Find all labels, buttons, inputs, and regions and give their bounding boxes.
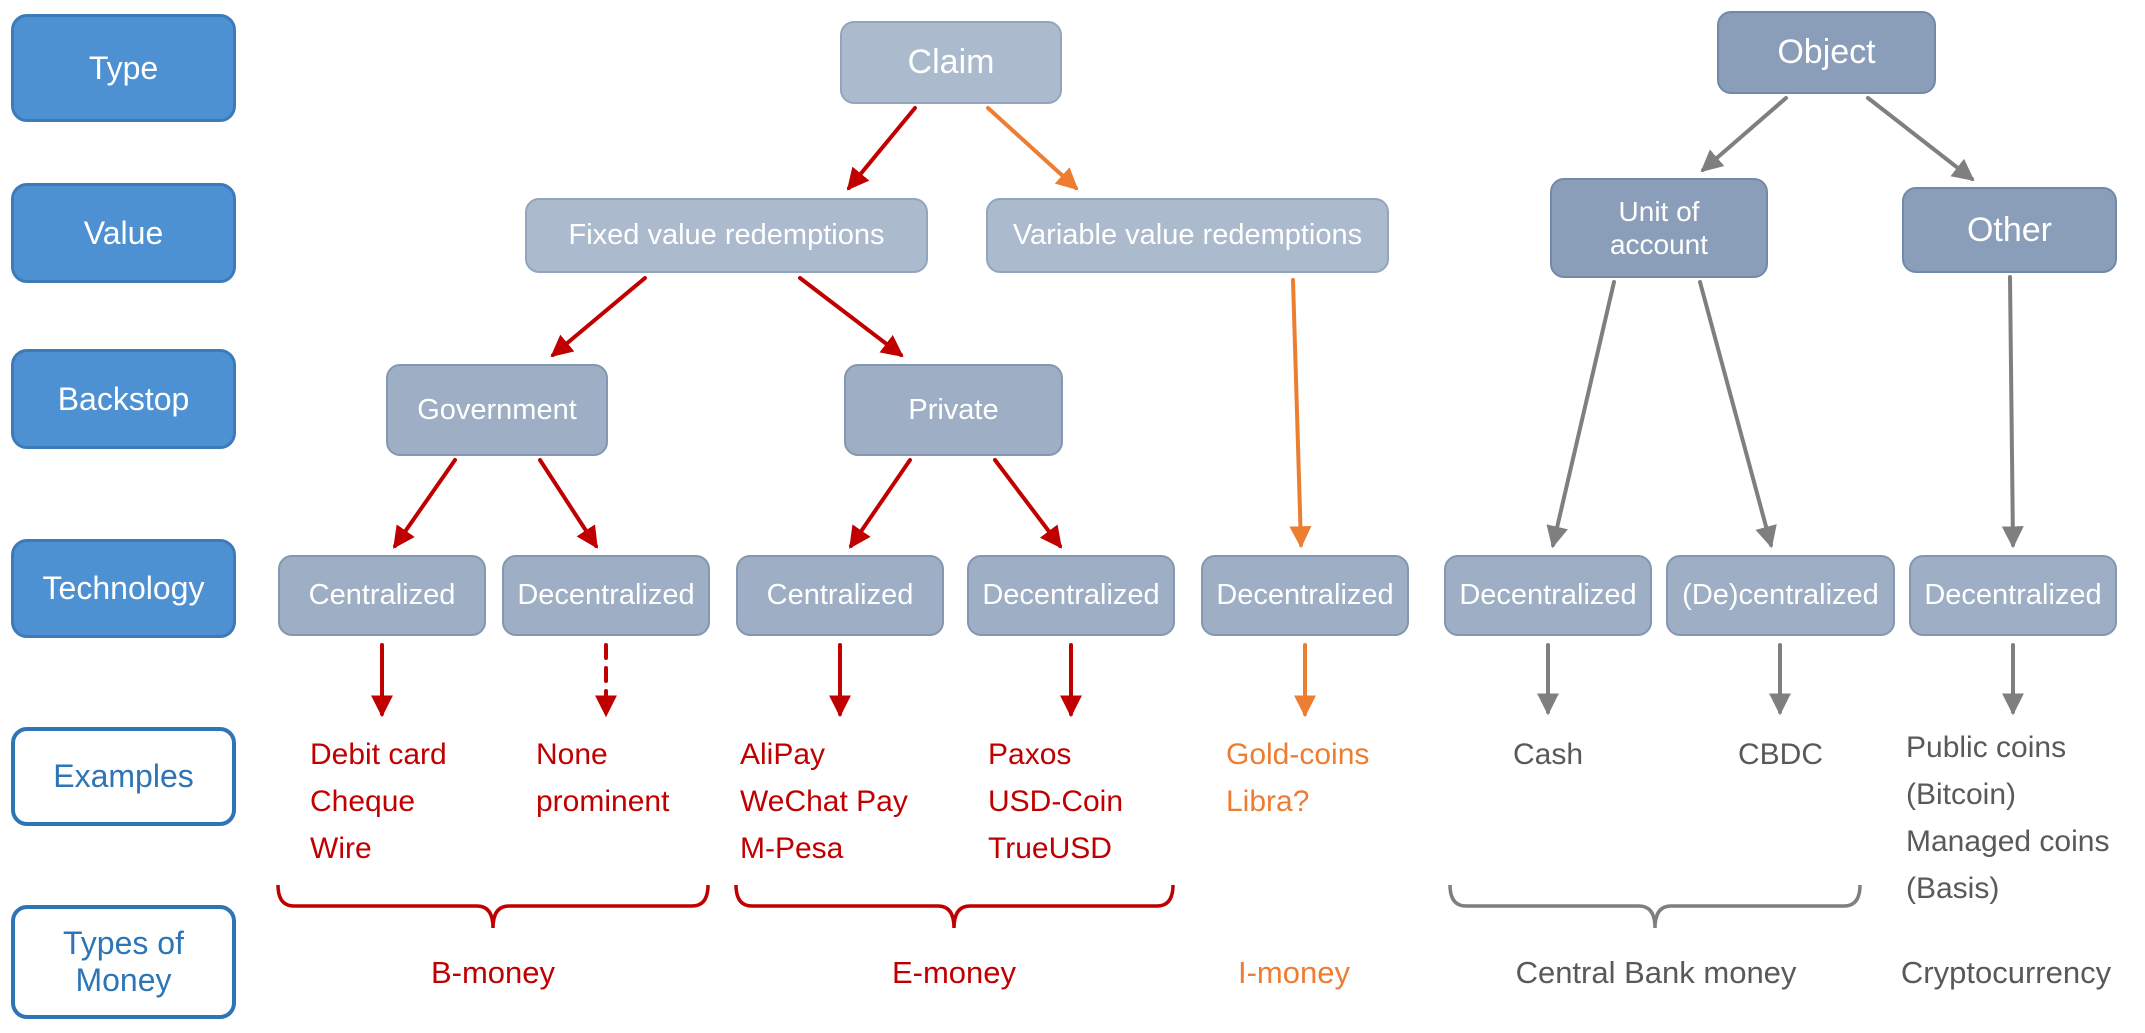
example-line: Managed coins [1906,825,2110,858]
arrow-fixed-to-government [550,276,647,358]
examples-cash: Cash [1512,738,1584,771]
node-unit-of-account: Unit of account [1550,178,1768,278]
arrow-government-to-decentralized [538,458,598,549]
node-claim: Claim [840,21,1062,104]
money-type-i-money: I-money [1238,955,1350,990]
examples-e-centralized: AliPay WeChat Pay M-Pesa [740,731,908,872]
arrow-other-to-decentralized [2001,275,2024,549]
brace-b-money [276,884,710,929]
node-gov-decentralized: Decentralized [502,555,710,636]
example-line: prominent [536,785,670,818]
node-private: Private [844,364,1063,456]
example-line: Wire [310,832,372,865]
example-line: TrueUSD [988,832,1112,865]
money-type-e-money: E-money [891,955,1017,990]
arrow-object-to-other [1866,96,1975,182]
example-line: (Bitcoin) [1906,778,2017,811]
examples-cryptocurrency: Public coins (Bitcoin) Managed coins (Ba… [1906,724,2109,912]
example-line: Public coins [1906,731,2067,764]
example-line: Gold-coins [1226,738,1370,771]
row-label-type: Type [11,14,236,122]
brace-e-money [734,884,1175,929]
example-line: Paxos [988,738,1072,771]
node-uoa-decentralized: Decentralized [1444,555,1652,636]
node-priv-decentralized: Decentralized [967,555,1175,636]
arrow-claim-to-variable [986,106,1079,191]
arrow-private-to-decentralized [993,458,1062,549]
arrow-government-to-centralized [393,458,457,549]
arrow-claim-to-fixed [846,106,917,191]
row-label-examples: Examples [11,727,236,826]
node-object: Object [1717,11,1936,94]
node-variable-value-redemptions: Variable value redemptions [986,198,1389,273]
example-line: USD-Coin [988,785,1124,818]
money-type-b-money: B-money [430,955,556,990]
examples-i-decentralized: Gold-coins Libra? [1226,731,1369,825]
example-line: AliPay [740,738,826,771]
node-other: Other [1902,187,2117,273]
examples-b-centralized: Debit card Cheque Wire [310,731,447,872]
row-label-technology: Technology [11,539,236,638]
node-uoa-de-centralized: (De)centralized [1666,555,1895,636]
node-priv-centralized: Centralized [736,555,944,636]
arrow-uoa-to-decentralized [1546,280,1616,549]
money-type-cryptocurrency: Cryptocurrency [1900,955,2112,990]
examples-b-decentralized: None prominent [536,731,669,825]
example-line: None [536,738,608,771]
row-label-backstop: Backstop [11,349,236,449]
money-type-central-bank-money: Central Bank money [1515,955,1797,990]
node-fixed-value-redemptions: Fixed value redemptions [525,198,928,273]
examples-cbdc: CBDC [1737,738,1823,771]
arrow-variable-to-decentralized [1289,278,1312,549]
node-gov-centralized: Centralized [278,555,486,636]
example-line: M-Pesa [740,832,844,865]
arrow-fixed-to-private [798,276,904,358]
example-line: Cheque [310,785,416,818]
example-line: (Basis) [1906,872,2000,905]
arrow-uoa-to-de-centralized [1698,280,1777,549]
node-other-decentralized: Decentralized [1909,555,2117,636]
node-var-decentralized: Decentralized [1201,555,1409,636]
row-label-value: Value [11,183,236,283]
examples-e-decentralized: Paxos USD-Coin TrueUSD [988,731,1123,872]
row-label-types-of-money: Types of Money [11,905,236,1019]
example-line: Debit card [310,738,447,771]
example-line: Libra? [1226,785,1310,818]
arrow-object-to-unit-of-account [1700,96,1788,173]
arrow-private-to-centralized [849,458,912,549]
node-government: Government [386,364,608,456]
brace-central-bank-money [1448,884,1862,929]
example-line: WeChat Pay [740,785,908,818]
